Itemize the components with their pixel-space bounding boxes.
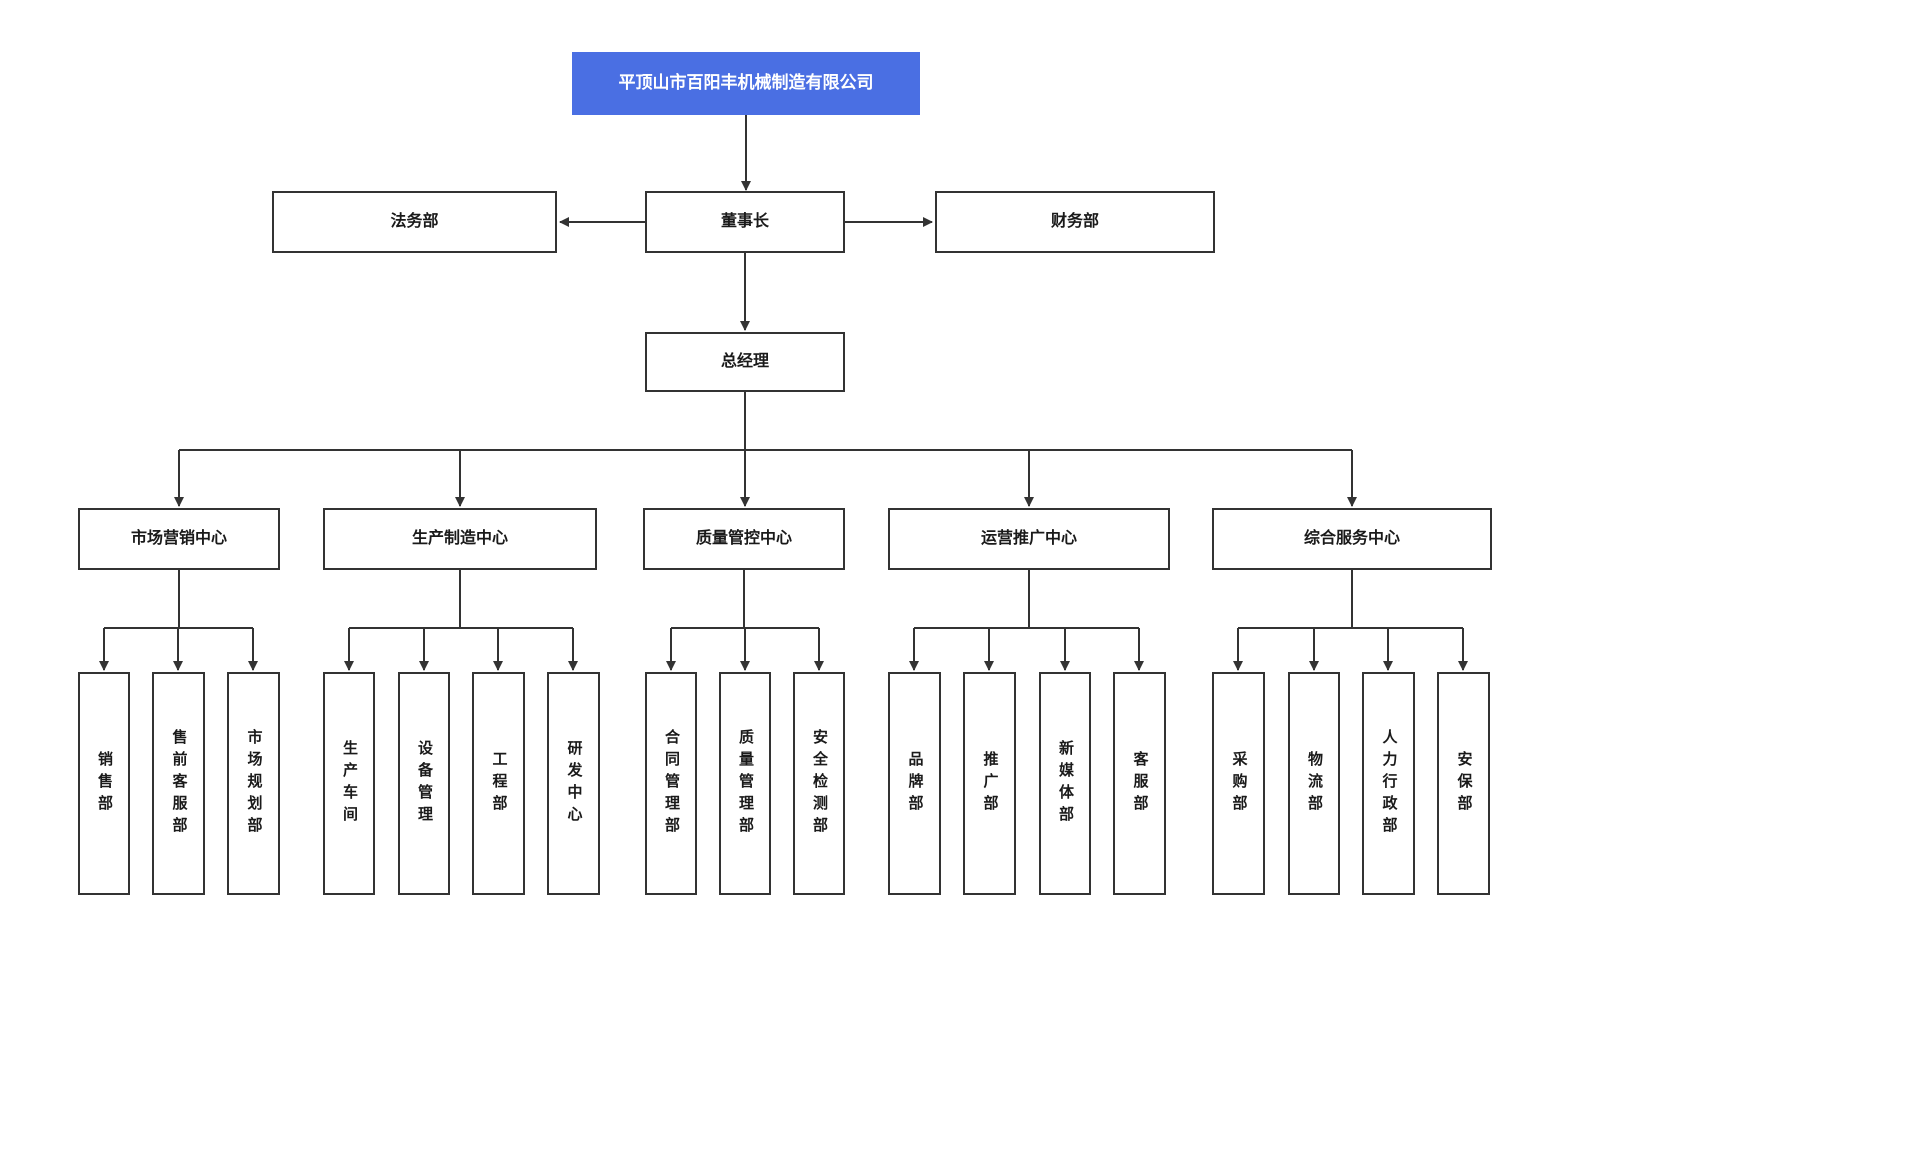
dept-node-production-workshop: 生产车间 <box>323 672 375 895</box>
connector-gm-to-centers <box>174 392 1357 507</box>
center-node-quality: 质量管控中心 <box>643 508 845 570</box>
dept-node-presales-service: 售前客服部 <box>152 672 205 895</box>
dept-node-promotion: 推广部 <box>963 672 1016 895</box>
center-node-marketing: 市场营销中心 <box>78 508 280 570</box>
center-node-production: 生产制造中心 <box>323 508 597 570</box>
center-node-services: 综合服务中心 <box>1212 508 1492 570</box>
dept-node-hr-admin: 人力行政部 <box>1362 672 1415 895</box>
dept-node-procurement: 采购部 <box>1212 672 1265 895</box>
dept-node-engineering: 工程部 <box>472 672 525 895</box>
chairman-node: 董事长 <box>645 191 845 253</box>
connector-marketing-to-departments <box>99 570 258 671</box>
connector-production-to-departments <box>344 570 578 671</box>
connector-quality-to-departments <box>666 570 824 671</box>
dept-node-market-planning: 市场规划部 <box>227 672 280 895</box>
center-node-operations: 运营推广中心 <box>888 508 1170 570</box>
dept-node-contract-management: 合同管理部 <box>645 672 697 895</box>
finance-dept-node: 财务部 <box>935 191 1215 253</box>
dept-node-customer-service: 客服部 <box>1113 672 1166 895</box>
connector-services-to-departments <box>1233 570 1468 671</box>
dept-node-brand: 品牌部 <box>888 672 941 895</box>
dept-node-sales: 销售部 <box>78 672 130 895</box>
general-manager-node: 总经理 <box>645 332 845 392</box>
dept-node-equipment-management: 设备管理 <box>398 672 450 895</box>
dept-node-logistics: 物流部 <box>1288 672 1340 895</box>
dept-node-rnd-center: 研发中心 <box>547 672 600 895</box>
dept-node-quality-management: 质量管理部 <box>719 672 771 895</box>
company-root-node: 平顶山市百阳丰机械制造有限公司 <box>572 52 920 115</box>
dept-node-safety-inspection: 安全检测部 <box>793 672 845 895</box>
legal-dept-node: 法务部 <box>272 191 557 253</box>
dept-node-new-media: 新媒体部 <box>1039 672 1091 895</box>
dept-node-security: 安保部 <box>1437 672 1490 895</box>
connector-operations-to-departments <box>909 570 1144 671</box>
